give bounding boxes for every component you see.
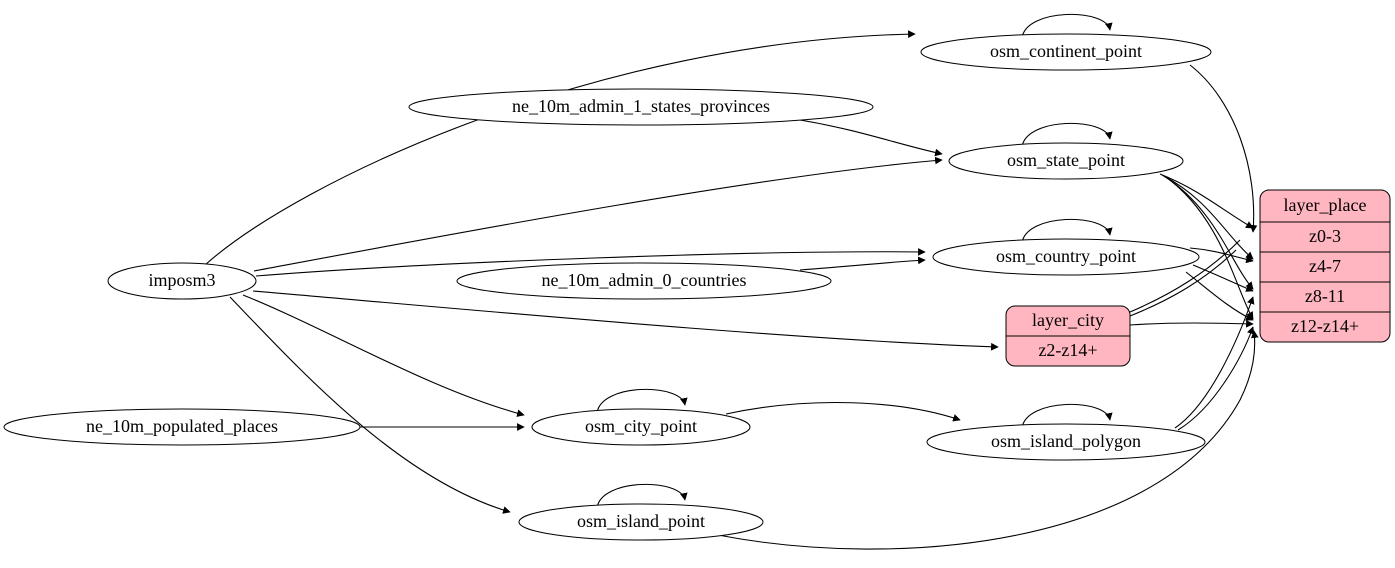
edge-ne-countries-to-country-point — [799, 256, 926, 271]
edge-self-loop-country-point — [1021, 218, 1113, 244]
edge-self-loop-continent-point — [1021, 13, 1113, 39]
edge-self-loop-island-point — [596, 483, 688, 509]
node-osm-continent-point[interactable]: osm_continent_point — [920, 33, 1212, 71]
node-ne-10m-admin-0-countries[interactable]: ne_10m_admin_0_countries — [456, 262, 832, 300]
node-layer: imposm3 ne_10m_admin_1_states_provinces … — [3, 33, 1391, 541]
node-osm-country-point[interactable]: osm_country_point — [932, 238, 1200, 276]
record-row-layer-place-z4-7[interactable]: z4-7 — [1309, 256, 1341, 276]
record-node-layer-place[interactable]: layer_place z0-3 z4-7 z8-11 z12-z14+ — [1259, 189, 1391, 343]
record-row-layer-place-z8-11[interactable]: z8-11 — [1305, 286, 1345, 306]
edge-layer-city-bundle-b — [1129, 239, 1241, 313]
node-label-island-point: osm_island_point — [577, 511, 705, 531]
edge-imposm3-to-island-point — [229, 296, 511, 514]
node-ne-10m-populated-places[interactable]: ne_10m_populated_places — [3, 408, 361, 446]
node-label-ne-states: ne_10m_admin_1_states_provinces — [512, 96, 770, 116]
node-label-ne-populated: ne_10m_populated_places — [86, 416, 278, 436]
node-label-state-point: osm_state_point — [1007, 150, 1125, 170]
record-row-layer-city-z2-z14[interactable]: z2-z14+ — [1038, 340, 1097, 360]
node-osm-state-point[interactable]: osm_state_point — [948, 142, 1184, 180]
edge-self-loop-state-point — [1021, 122, 1113, 148]
record-row-layer-place-z0-3[interactable]: z0-3 — [1309, 226, 1341, 246]
node-osm-island-polygon[interactable]: osm_island_polygon — [926, 423, 1206, 461]
node-label-island-polygon: osm_island_polygon — [991, 431, 1141, 451]
edge-ne-states-to-state-point — [799, 119, 943, 157]
node-label-continent-point: osm_continent_point — [990, 41, 1142, 61]
edge-imposm3-to-layer-city — [252, 290, 999, 351]
edge-state-point-to-layer-place-z0-3 — [1159, 173, 1254, 229]
edge-state-point-to-layer-place-z12-z14 — [1165, 176, 1254, 320]
edge-imposm3-to-city-point — [242, 294, 525, 417]
record-title-layer-city: layer_city — [1032, 310, 1104, 330]
node-imposm3[interactable]: imposm3 — [107, 262, 257, 300]
edge-island-polygon-to-layer-place-z8-11 — [1174, 296, 1255, 429]
record-title-layer-place: layer_place — [1284, 195, 1367, 215]
edge-self-loop-city-point — [596, 388, 688, 414]
edge-country-point-to-layer-place-z4-7 — [1189, 247, 1254, 264]
node-osm-city-point[interactable]: osm_city_point — [531, 408, 751, 446]
edge-island-polygon-to-layer-place-z12-z14 — [1177, 326, 1255, 431]
edge-country-point-to-layer-place-z8-11 — [1192, 264, 1254, 292]
node-label-ne-countries: ne_10m_admin_0_countries — [542, 270, 747, 290]
edge-state-point-to-layer-place-z4-7 — [1161, 174, 1254, 260]
edge-layer-city-to-layer-place-z12-z14 — [1129, 319, 1254, 328]
node-ne-10m-admin-1-states-provinces[interactable]: ne_10m_admin_1_states_provinces — [408, 88, 874, 126]
edge-imposm3-to-state-point — [253, 156, 943, 272]
record-row-layer-place-z12-z14[interactable]: z12-z14+ — [1291, 316, 1359, 336]
node-label-imposm3: imposm3 — [148, 270, 215, 290]
edge-self-loop-island-polygon — [1021, 403, 1113, 429]
edge-layer-city-bundle-a — [1129, 249, 1237, 317]
record-node-layer-city[interactable]: layer_city z2-z14+ — [1005, 305, 1131, 367]
edge-imposm3-to-continent-point — [204, 30, 916, 266]
edge-island-point-to-layer-place-z12-z14 — [717, 330, 1259, 550]
edge-imposm3-to-country-point — [255, 248, 926, 277]
edge-city-point-to-island-polygon — [725, 401, 961, 422]
node-osm-island-point[interactable]: osm_island_point — [518, 503, 764, 541]
edge-continent-point-to-layer-place-z0-3 — [1189, 64, 1258, 233]
node-label-city-point: osm_city_point — [585, 416, 697, 436]
edge-layer — [204, 13, 1259, 550]
node-label-country-point: osm_country_point — [996, 246, 1136, 266]
